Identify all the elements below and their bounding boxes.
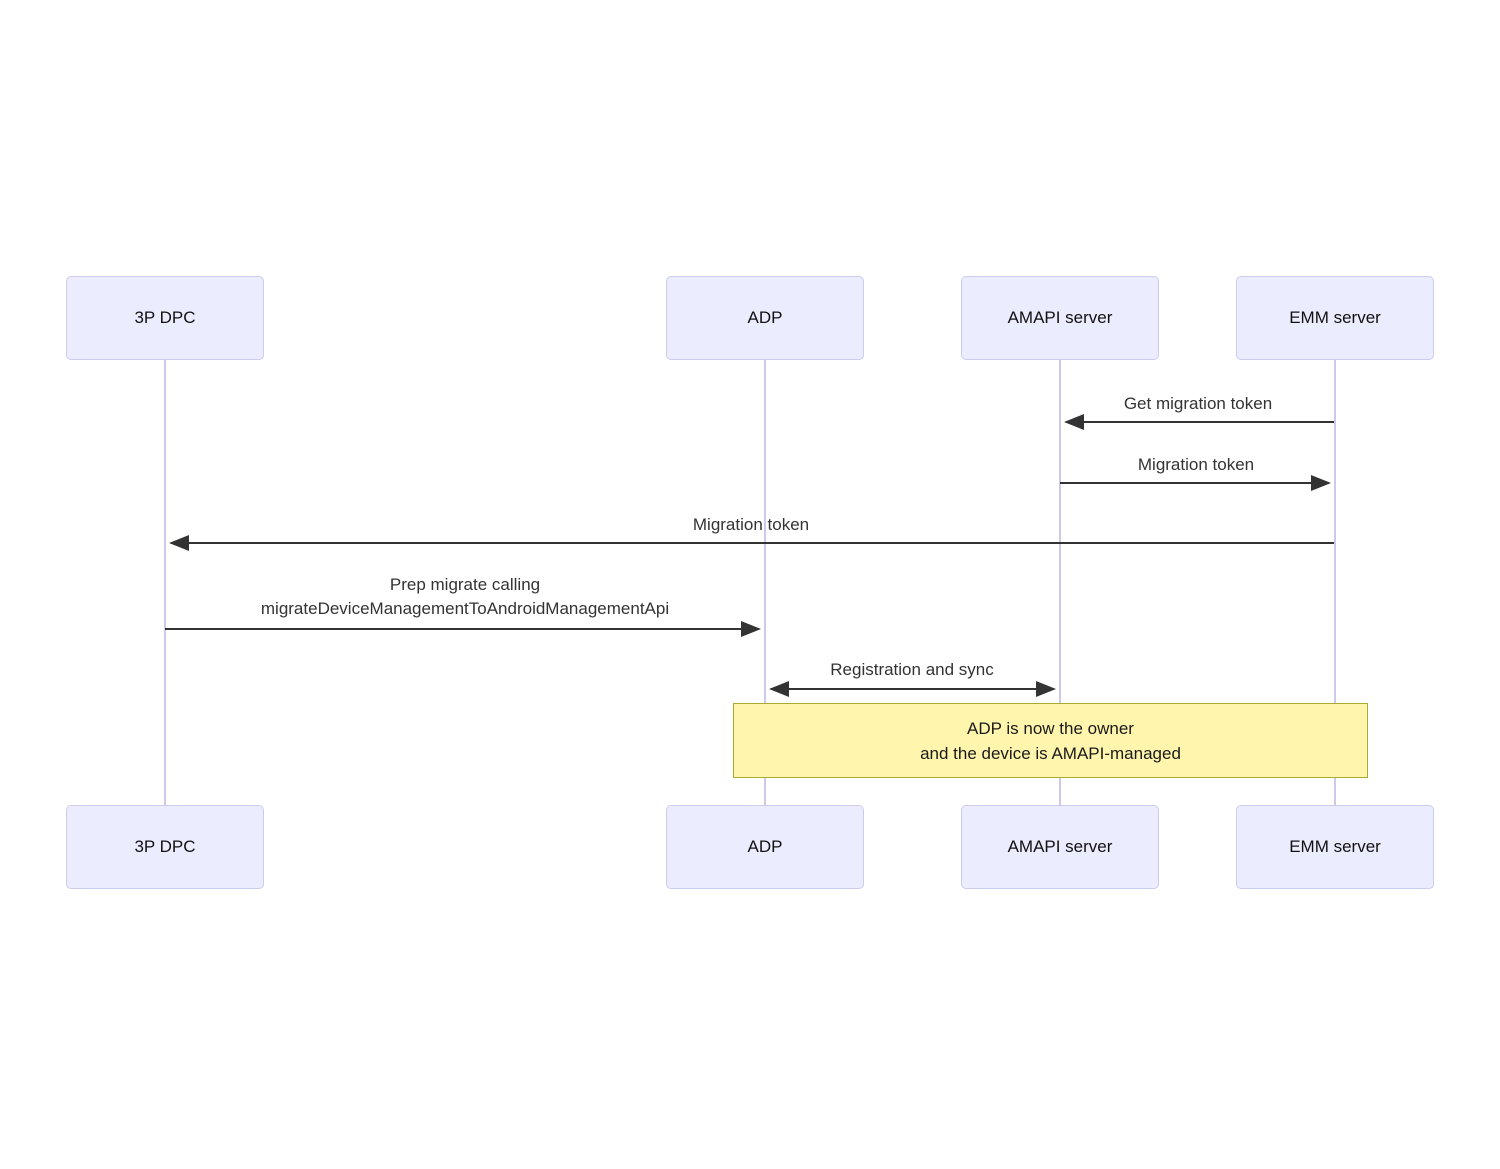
actor-top-adp: ADP xyxy=(666,276,864,360)
actor-label: 3P DPC xyxy=(134,837,196,856)
actor-label: ADP xyxy=(747,308,783,327)
actor-bottom-amapi-server: AMAPI server xyxy=(961,805,1159,889)
message-label-get-migration-token: Get migration token xyxy=(1123,394,1273,413)
actor-bottom-3p-dpc: 3P DPC xyxy=(66,805,264,889)
actor-top-3p-dpc: 3P DPC xyxy=(66,276,264,360)
message-label-migration-token-to-3p-dpc: Migration token xyxy=(692,515,810,534)
message-label-line1: Prep migrate calling xyxy=(389,575,541,594)
actor-top-amapi-server: AMAPI server xyxy=(961,276,1159,360)
note-line2: and the device is AMAPI-managed xyxy=(920,743,1181,763)
actor-label: ADP xyxy=(747,837,783,856)
actor-label: 3P DPC xyxy=(134,308,196,327)
actor-label: AMAPI server xyxy=(1007,837,1113,856)
message-label-prep-migrate: Prep migrate calling migrateDeviceManage… xyxy=(261,573,669,621)
message-label-line2: migrateDeviceManagementToAndroidManageme… xyxy=(260,599,670,618)
message-label-migration-token-to-emm: Migration token xyxy=(1137,455,1255,474)
actor-bottom-emm-server: EMM server xyxy=(1236,805,1434,889)
note-adp-owner: ADP is now the owner and the device is A… xyxy=(733,703,1368,778)
actor-label: AMAPI server xyxy=(1007,308,1113,327)
message-label-registration-and-sync: Registration and sync xyxy=(830,660,994,679)
actor-label: EMM server xyxy=(1289,308,1381,327)
actor-top-emm-server: EMM server xyxy=(1236,276,1434,360)
actor-bottom-adp: ADP xyxy=(666,805,864,889)
actor-label: EMM server xyxy=(1289,837,1381,856)
note-line1: ADP is now the owner xyxy=(967,718,1134,738)
